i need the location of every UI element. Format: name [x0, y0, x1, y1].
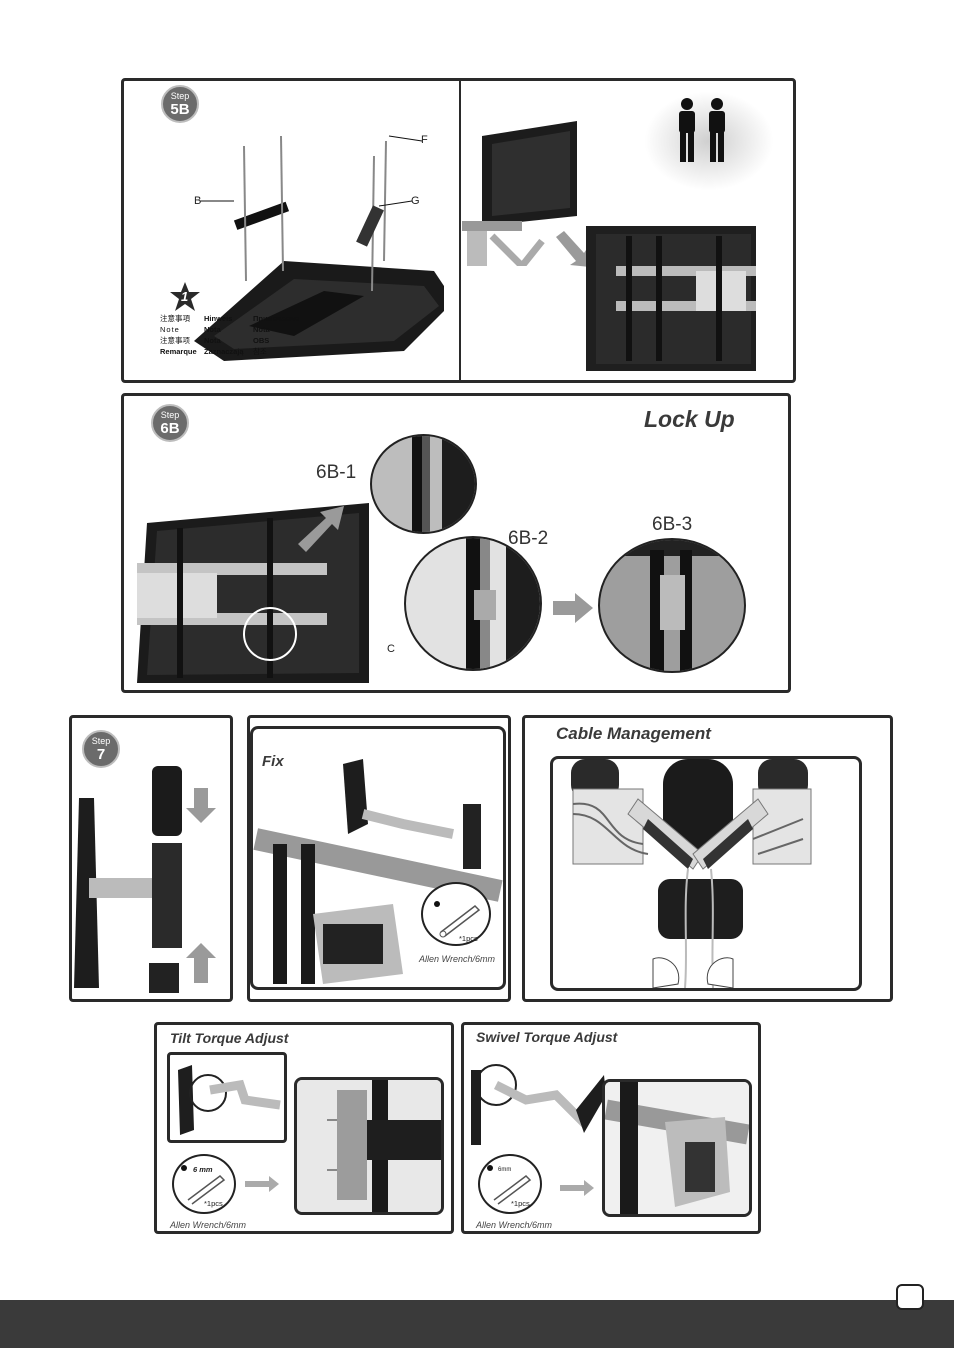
tv-facedown-illustration — [194, 135, 444, 361]
fix-panel: Fix *1pcs Allen Wrench/6mm — [247, 715, 511, 1002]
cable-subpanel — [550, 756, 862, 991]
fix-title: Fix — [262, 753, 284, 770]
detail-6b-1-circle — [370, 434, 477, 534]
swivel-wrench-circle — [478, 1154, 542, 1214]
tilt-wrench-circle — [172, 1154, 236, 1214]
tilt-size-label: 6 mm — [193, 1165, 213, 1174]
step-badge-top: Step — [160, 410, 180, 420]
tilt-torque-title: Tilt Torque Adjust — [170, 1030, 289, 1046]
note-cell: Hinweis — [204, 314, 233, 323]
step-badge-number: 5B — [170, 101, 190, 118]
note-cell: Nota — [204, 325, 221, 334]
sub-step-6b-1: 6B-1 — [316, 462, 357, 483]
swivel-torque-title: Swivel Torque Adjust — [476, 1029, 618, 1045]
step-7-badge: Step 7 — [82, 730, 120, 768]
note-cell: Note — [160, 325, 180, 334]
allen-wrench-circle — [421, 882, 491, 946]
note-cell: 注意事項 — [160, 314, 190, 323]
step-7-panel: Step 7 — [69, 715, 233, 1002]
swivel-large-subpanel — [602, 1079, 752, 1217]
fix-pcs-label: *1pcs — [459, 934, 478, 943]
step-badge-number: 6B — [160, 420, 180, 437]
swivel-pcs-label: *1pcs — [511, 1199, 530, 1208]
mounted-tv-lock-illustration — [137, 503, 369, 683]
step-6b-badge: Step 6B — [151, 404, 189, 442]
mounted-tv-illustration — [586, 226, 756, 371]
note-cell: Zaznaczają — [204, 347, 244, 356]
swivel-small-illustration — [471, 1064, 606, 1145]
tilt-torque-panel: Tilt Torque Adjust 6 mm *1pcs Allen Wren… — [154, 1022, 454, 1234]
direction-arrow — [556, 231, 590, 267]
page-footer-bar — [0, 1300, 954, 1348]
fix-subpanel: Fix *1pcs Allen Wrench/6mm — [250, 726, 506, 990]
step-5b-panel: Step 5B F B G 1 注意事項 Hinweis Примечание … — [121, 78, 796, 383]
tilt-small-subpanel — [167, 1052, 287, 1143]
swivel-size-label: 6mm — [498, 1167, 512, 1173]
swivel-large-illustration — [605, 1082, 749, 1214]
arm-cover-illustration — [74, 766, 216, 993]
sub-step-6b-3: 6B-3 — [652, 514, 693, 535]
swivel-torque-panel: Swivel Torque Adjust 6mm *1pcs Allen Wre… — [461, 1022, 761, 1234]
fix-illustration — [253, 759, 503, 984]
note-cell: OBS — [253, 336, 270, 345]
cable-management-title: Cable Management — [556, 724, 711, 743]
note-cell: Nota — [253, 325, 270, 334]
step-badge-number: 7 — [96, 746, 106, 763]
label-c: C — [387, 643, 395, 655]
panel-divider — [459, 78, 461, 383]
right-arrow — [560, 1180, 594, 1196]
tilt-wrench-caption: Allen Wrench/6mm — [170, 1220, 247, 1230]
note-cell: Nota — [204, 336, 221, 345]
step-badge-top: Step — [91, 736, 111, 746]
step-5b-badge: Step 5B — [161, 85, 199, 123]
note-star-icon — [170, 282, 200, 311]
tilt-small-illustration — [178, 1065, 281, 1135]
page-number-box — [896, 1284, 924, 1310]
detail-6b-2-circle — [404, 536, 542, 671]
right-arrow — [553, 593, 593, 623]
cable-management-panel: Cable Management — [522, 715, 893, 1002]
label-g: G — [411, 195, 420, 207]
cable-management-illustration — [571, 759, 812, 988]
label-f: F — [421, 134, 428, 146]
note-cell: Примечание — [253, 314, 299, 323]
two-people-icon — [679, 98, 725, 162]
step-badge-top: Step — [170, 91, 190, 101]
allen-wrench-icon — [181, 1165, 226, 1205]
two-person-glow — [644, 91, 774, 191]
allen-wrench-icon — [434, 901, 481, 938]
multilingual-note-table: 注意事項 Hinweis Примечание Note Nota Nota 注… — [160, 313, 320, 363]
note-cell: 注意事项 — [160, 336, 190, 345]
note-cell: Remarque — [160, 347, 197, 356]
fix-wrench-caption: Allen Wrench/6mm — [419, 954, 496, 964]
tilt-pcs-label: *1pcs — [204, 1199, 223, 1208]
step-6b-panel: Step 6B Lock Up 6B-1 6B-2 6B-3 C — [121, 393, 791, 693]
tilt-large-subpanel — [294, 1077, 444, 1215]
right-arrow — [245, 1176, 279, 1192]
lock-up-title: Lock Up — [644, 406, 735, 432]
detail-6b-3-circle — [598, 538, 746, 673]
allen-wrench-icon — [487, 1165, 532, 1205]
up-arrow — [298, 506, 344, 552]
tv-on-arm-illustration — [462, 121, 577, 266]
swivel-wrench-caption: Allen Wrench/6mm — [476, 1220, 553, 1230]
tilt-large-illustration — [297, 1080, 441, 1212]
note-icon-number: 1 — [181, 289, 189, 304]
label-b: B — [194, 195, 202, 207]
note-cell: 참조 — [253, 347, 267, 356]
